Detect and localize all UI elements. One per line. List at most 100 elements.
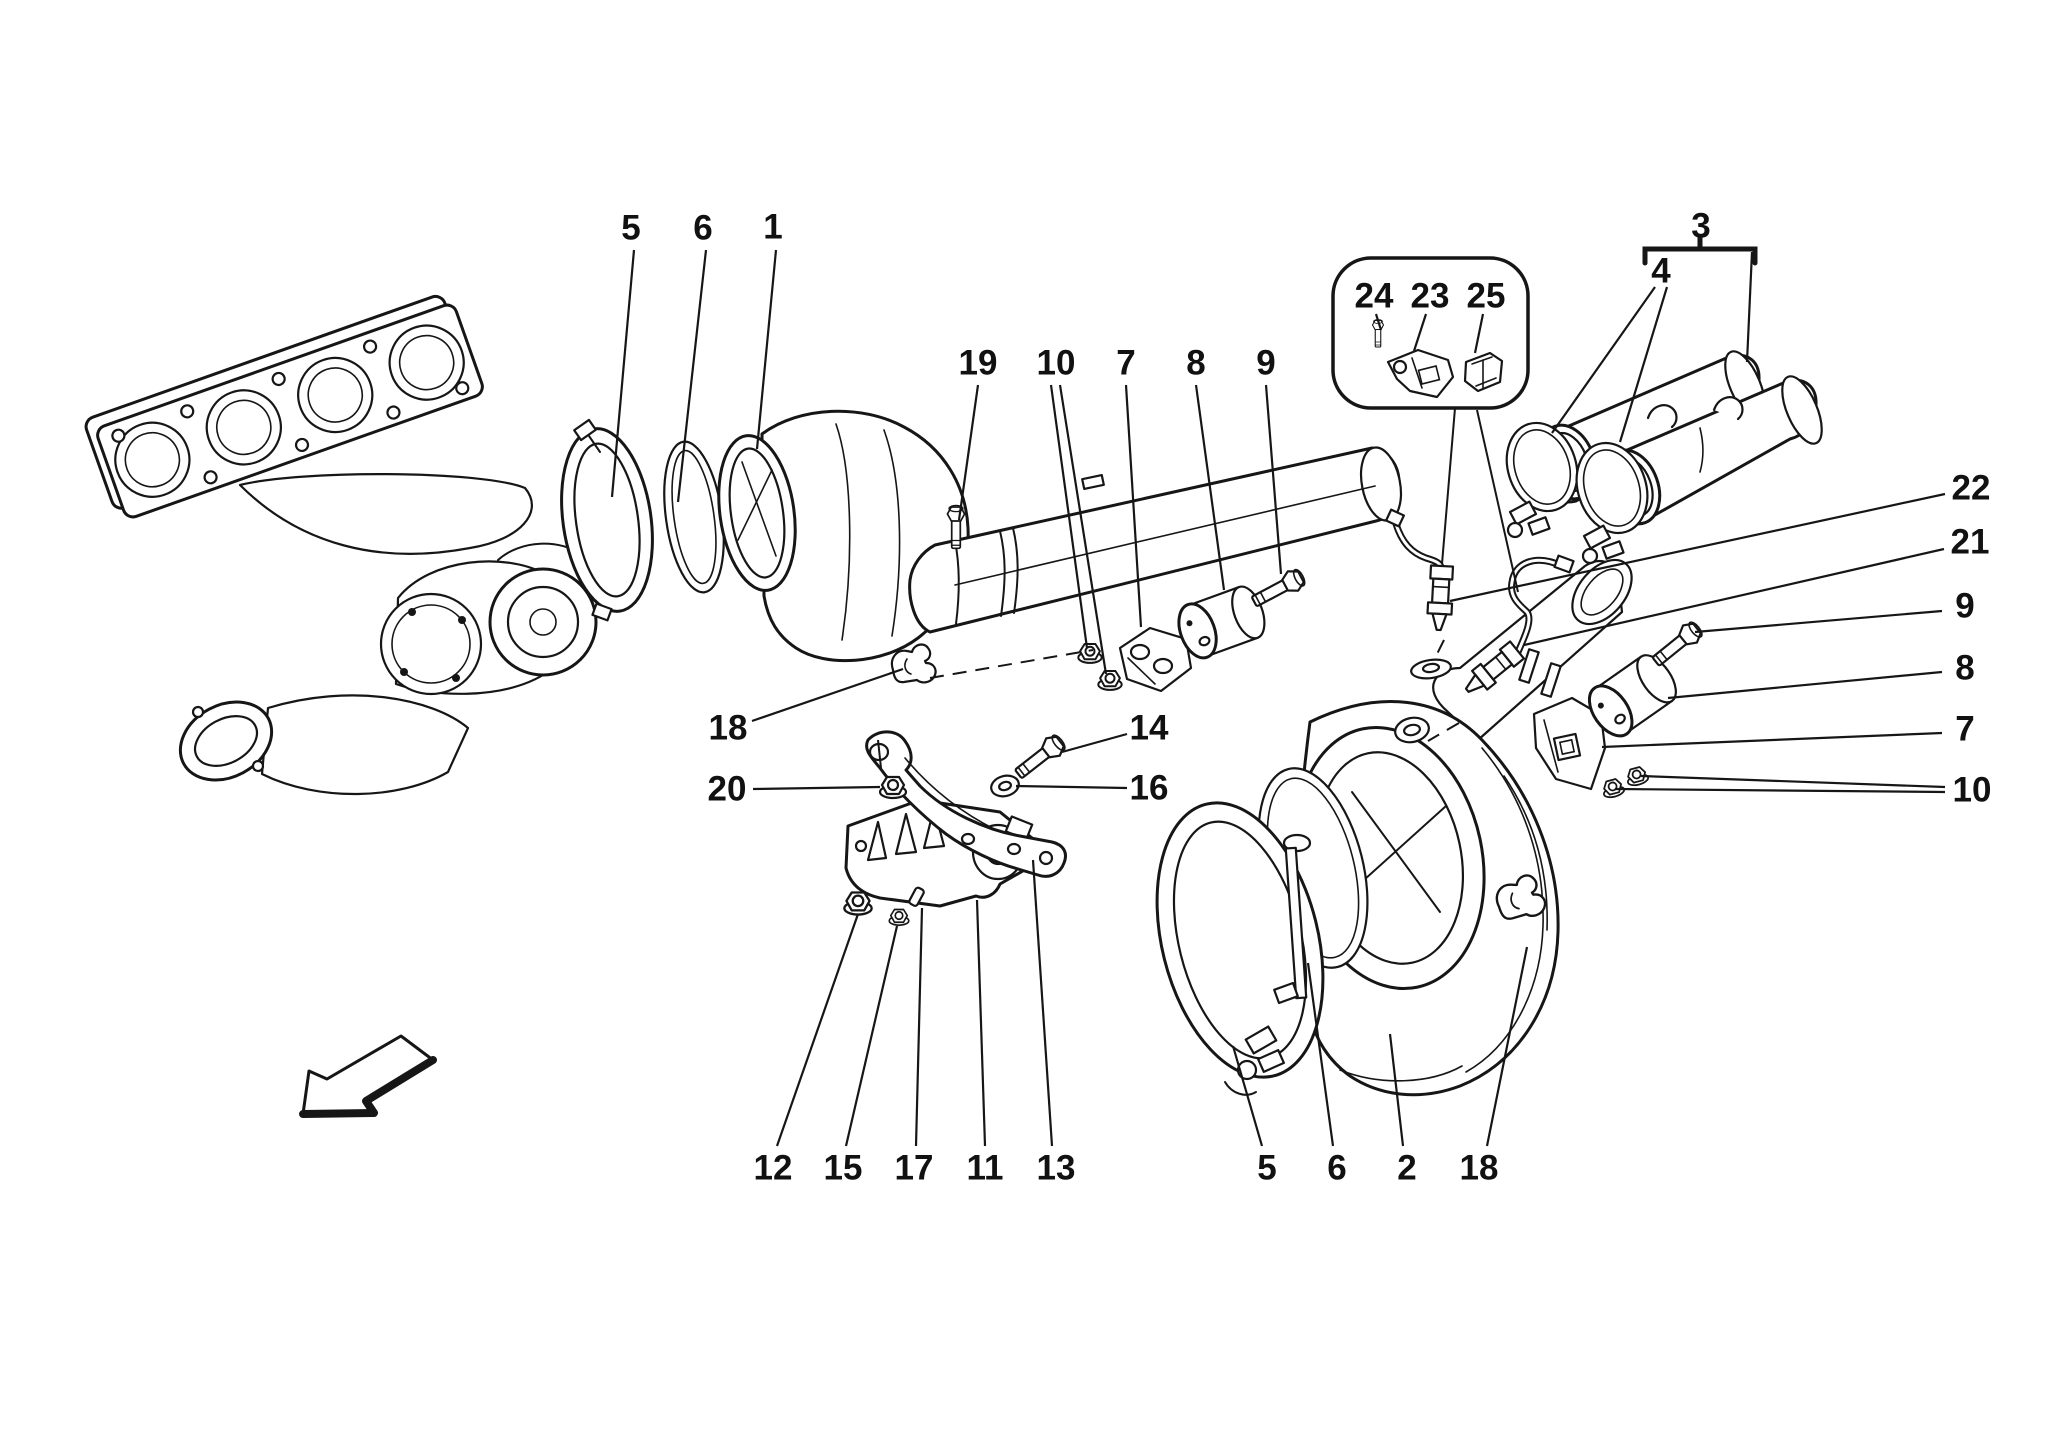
part-number-7: 7 bbox=[1116, 344, 1135, 383]
part-number-14: 14 bbox=[1130, 709, 1169, 748]
pin-17 bbox=[908, 886, 925, 907]
bolt-14 bbox=[1010, 730, 1070, 784]
leader-line-4 bbox=[1551, 286, 1656, 434]
leader-line-25 bbox=[1473, 313, 1485, 354]
leader-line-17 bbox=[914, 907, 924, 1147]
leader-line-6 bbox=[676, 249, 708, 503]
part-number-9: 9 bbox=[1955, 587, 1974, 626]
lambda-sensor-21 bbox=[1458, 554, 1575, 701]
leader-line-18 bbox=[1485, 946, 1529, 1147]
downpipe-elbow bbox=[178, 694, 470, 796]
part-number-7: 7 bbox=[1955, 710, 1974, 749]
part-number-8: 8 bbox=[1186, 344, 1205, 383]
leader-line-22 bbox=[1449, 492, 1946, 603]
leader-line-2 bbox=[1388, 1033, 1405, 1147]
leader-line-18 bbox=[751, 667, 904, 723]
part-number-5: 5 bbox=[1257, 1149, 1276, 1188]
rubber-mount-8-right bbox=[1587, 654, 1677, 738]
leader-line-7 bbox=[1601, 731, 1943, 749]
leader-line-3 bbox=[1745, 251, 1754, 363]
bracket-7-left bbox=[1118, 626, 1193, 693]
vband-clamp-5-left bbox=[560, 418, 654, 622]
leader-line-8 bbox=[1194, 384, 1226, 591]
nut-15 bbox=[888, 908, 910, 927]
flanged-nuts-10-left bbox=[1077, 643, 1123, 691]
part-number-24: 24 bbox=[1355, 277, 1394, 316]
leader-line-1 bbox=[755, 249, 778, 450]
lambda-sensor-22 bbox=[1385, 508, 1456, 680]
leader-line-6 bbox=[1306, 962, 1335, 1147]
part-number-6: 6 bbox=[693, 209, 712, 248]
part-number-4: 4 bbox=[1651, 252, 1671, 291]
leader-line-5 bbox=[1231, 1045, 1264, 1147]
leader-line-15 bbox=[844, 925, 899, 1147]
part-number-9: 9 bbox=[1256, 344, 1275, 383]
washer-16 bbox=[990, 774, 1020, 798]
part-number-3: 3 bbox=[1691, 207, 1710, 246]
part-number-1: 1 bbox=[763, 208, 782, 247]
leader-line-10 bbox=[1640, 774, 1946, 789]
outlet-pipe-1 bbox=[908, 446, 1403, 634]
leader-line-24 bbox=[1374, 313, 1383, 331]
part-number-13: 13 bbox=[1037, 1149, 1076, 1188]
sensor-bracket-23 bbox=[1386, 348, 1455, 399]
leader-line-21 bbox=[1523, 547, 1945, 647]
bolt-9-left bbox=[1247, 565, 1309, 613]
band-clamp-4-b bbox=[1575, 441, 1649, 565]
part-number-20: 20 bbox=[708, 770, 747, 809]
leader-line-10 bbox=[1614, 787, 1946, 794]
helper-lines bbox=[877, 235, 1758, 769]
leader-line-4 bbox=[1618, 286, 1669, 443]
leader-line-8 bbox=[1667, 670, 1943, 700]
part-number-17: 17 bbox=[895, 1149, 934, 1188]
leader-line-20 bbox=[752, 785, 881, 791]
leader-line-9 bbox=[1694, 609, 1943, 634]
band-clamp-4-a bbox=[1505, 421, 1579, 539]
leader-line-10 bbox=[1058, 384, 1108, 675]
bolt-9-right bbox=[1647, 617, 1707, 672]
flanged-nuts-10-right bbox=[1600, 764, 1651, 801]
direction-arrow bbox=[299, 1034, 437, 1118]
leader-line-19 bbox=[957, 384, 980, 521]
leader-line-16 bbox=[1015, 784, 1128, 790]
leader-line-23 bbox=[1412, 313, 1428, 352]
part-number-21: 21 bbox=[1951, 523, 1990, 562]
hex-plug-12 bbox=[843, 891, 873, 916]
part-number-15: 15 bbox=[824, 1149, 863, 1188]
leader-line-12 bbox=[775, 913, 860, 1147]
tailpipe-assembly-3 bbox=[1505, 350, 1823, 565]
part-number-22: 22 bbox=[1952, 469, 1991, 508]
cable-clip-25 bbox=[1463, 351, 1504, 393]
part-number-10: 10 bbox=[1037, 344, 1076, 383]
bracket-7-right bbox=[1532, 696, 1607, 791]
vband-clamp-5-right bbox=[1155, 801, 1325, 1096]
part-number-16: 16 bbox=[1130, 769, 1169, 808]
part-number-18: 18 bbox=[709, 709, 748, 748]
manifold-port bbox=[114, 324, 465, 498]
part-number-11: 11 bbox=[967, 1149, 1004, 1188]
part-number-10: 10 bbox=[1953, 771, 1992, 810]
part-number-19: 19 bbox=[959, 344, 998, 383]
turbocharger-drawing bbox=[178, 542, 598, 796]
callout-bubble bbox=[1331, 256, 1530, 410]
part-number-2: 2 bbox=[1397, 1149, 1416, 1188]
part-number-6: 6 bbox=[1327, 1149, 1346, 1188]
exhaust-manifold-drawing bbox=[84, 294, 533, 555]
part-number-8: 8 bbox=[1955, 649, 1974, 688]
leader-line-5 bbox=[610, 249, 636, 498]
leader-line-13 bbox=[1031, 859, 1054, 1147]
pre-catalytic-converter-1 bbox=[717, 409, 970, 663]
part-number-18: 18 bbox=[1460, 1149, 1499, 1188]
leader-line-7 bbox=[1124, 384, 1143, 628]
leader-line-14 bbox=[1061, 732, 1128, 754]
leader-line-9 bbox=[1264, 384, 1283, 575]
part-number-25: 25 bbox=[1467, 277, 1506, 316]
flanged-nut-20 bbox=[878, 775, 908, 800]
part-number-5: 5 bbox=[621, 209, 640, 248]
part-number-12: 12 bbox=[754, 1149, 793, 1188]
support-strap-13 bbox=[865, 730, 1067, 878]
leader-line-10 bbox=[1049, 384, 1089, 649]
